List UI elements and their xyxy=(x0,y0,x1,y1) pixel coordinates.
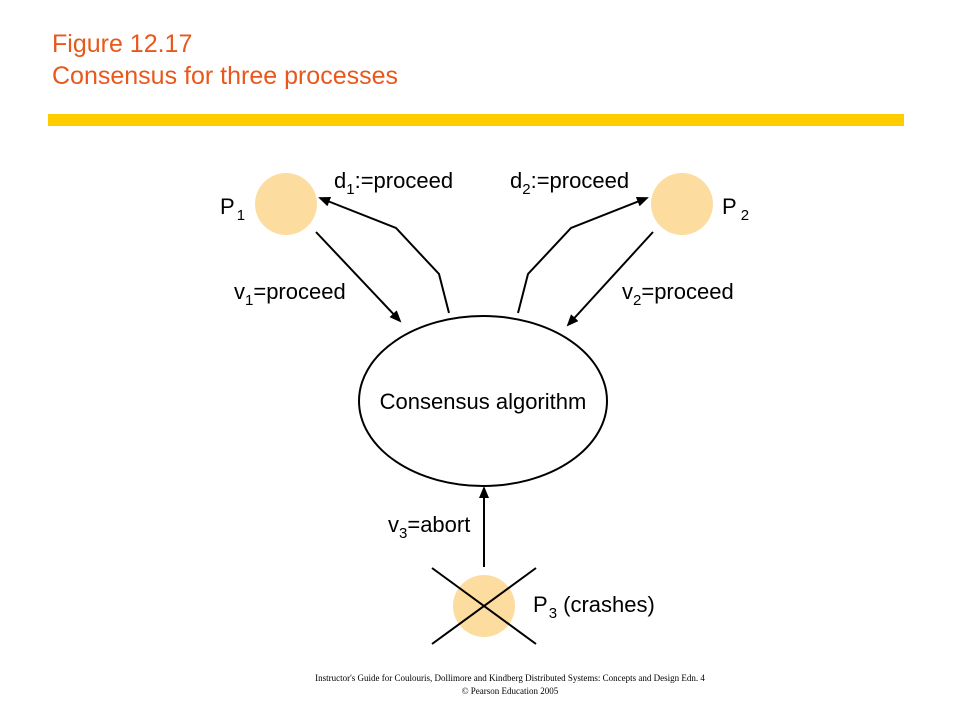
v1-letter: v xyxy=(234,279,245,304)
d1-label: d1:=proceed xyxy=(334,168,453,198)
arrow-d1 xyxy=(318,197,450,314)
process-p3-label: P3 (crashes) xyxy=(533,592,655,622)
v1-value: =proceed xyxy=(253,279,345,304)
arrow-v1 xyxy=(315,231,402,323)
d2-value: :=proceed xyxy=(531,168,629,193)
v3-letter: v xyxy=(388,512,399,537)
v1-label: v1=proceed xyxy=(234,279,346,309)
consensus-algorithm-label: Consensus algorithm xyxy=(380,389,587,414)
d1-subscript: 1 xyxy=(346,181,354,198)
d1-letter: d xyxy=(334,168,346,193)
v2-value: =proceed xyxy=(641,279,733,304)
d2-subscript: 2 xyxy=(522,181,530,198)
title-rule xyxy=(48,114,904,126)
process-p3-suffix: (crashes) xyxy=(557,592,655,617)
process-p2-letter: P xyxy=(722,194,737,219)
process-p3-letter: P xyxy=(533,592,548,617)
footer-citation: Instructor's Guide for Coulouris, Dollim… xyxy=(315,673,705,683)
figure-number: Figure 12.17 xyxy=(52,30,193,58)
v3-subscript: 3 xyxy=(399,525,407,542)
v2-letter: v xyxy=(622,279,633,304)
v3-label: v3=abort xyxy=(388,512,470,542)
footer-copyright: © Pearson Education 2005 xyxy=(461,686,559,696)
d2-letter: d xyxy=(510,168,522,193)
crash-cross-line-2 xyxy=(431,567,537,645)
v2-label: v2=proceed xyxy=(622,279,734,309)
d1-value: :=proceed xyxy=(355,168,453,193)
arrow-d2 xyxy=(517,197,649,314)
process-p3-subscript: 3 xyxy=(549,605,557,622)
process-p2-node xyxy=(651,173,713,235)
v3-value: =abort xyxy=(407,512,470,537)
process-p1-subscript: 1 xyxy=(237,207,245,224)
v1-subscript: 1 xyxy=(245,292,253,309)
v2-subscript: 2 xyxy=(633,292,641,309)
process-p2-subscript: 2 xyxy=(741,207,749,224)
d2-label: d2:=proceed xyxy=(510,168,629,198)
figure-title: Consensus for three processes xyxy=(52,62,399,90)
process-p1-node xyxy=(255,173,317,235)
process-p1-letter: P xyxy=(220,194,235,219)
arrow-v2 xyxy=(566,231,654,327)
